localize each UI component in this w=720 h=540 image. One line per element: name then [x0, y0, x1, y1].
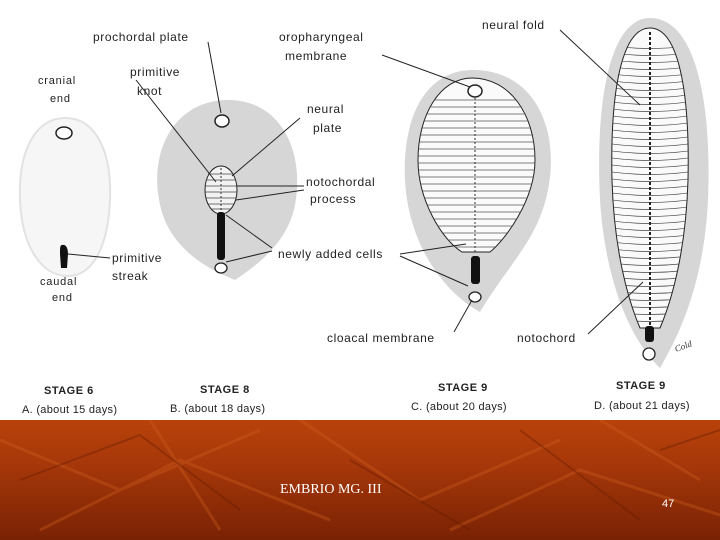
leader-lines: [67, 29, 644, 335]
stage-d-title: STAGE 9: [616, 380, 666, 392]
label-primitive-streak-1: primitive: [112, 251, 162, 265]
embryo-stage-8: [157, 99, 298, 280]
label-neural: neural: [307, 102, 344, 116]
stage-d-caption: D. (about 21 days): [594, 400, 690, 412]
label-primitive-streak-2: streak: [112, 269, 149, 283]
footer-band: [0, 420, 720, 540]
embryo-d-cloacal: [642, 347, 656, 361]
embryo-c-cloacal: [468, 291, 482, 303]
stage-c-title: STAGE 9: [438, 382, 488, 394]
stage-b-title: STAGE 8: [200, 384, 250, 396]
label-cranial: cranial: [38, 75, 76, 87]
label-caudal: caudal: [40, 276, 77, 288]
label-notochordal: notochordal: [306, 175, 375, 189]
label-cranial-end: end: [50, 93, 71, 105]
embryo-stages-figure: Cold prochordal plate oropharyngeal memb…: [18, 18, 709, 416]
embryo-stage-6: [18, 116, 112, 278]
page-number: 47: [662, 498, 675, 510]
stage-a-caption: A. (about 15 days): [22, 404, 117, 416]
embryo-b-primitive-streak: [217, 212, 225, 260]
stage-a-title: STAGE 6: [44, 385, 94, 397]
label-plate: plate: [313, 121, 342, 135]
label-process: process: [310, 192, 356, 206]
embryo-a-membrane: [55, 126, 73, 140]
artist-signature: Cold: [673, 338, 693, 354]
label-cloacal-membrane: cloacal membrane: [327, 331, 435, 345]
label-membrane: membrane: [285, 49, 347, 63]
label-primitive-knot-2: knot: [137, 84, 162, 98]
label-primitive-knot-1: primitive: [130, 65, 180, 79]
embryo-b-membrane: [214, 114, 230, 128]
embryo-a-primitive-streak: [60, 244, 68, 268]
label-neural-fold: neural fold: [482, 18, 545, 32]
label-notochord: notochord: [517, 331, 576, 345]
stage-c-caption: C. (about 20 days): [411, 401, 507, 413]
label-prochordal-plate: prochordal plate: [93, 30, 189, 44]
embryo-c-primitive-streak: [471, 256, 480, 284]
stage-captions: STAGE 6 A. (about 15 days) STAGE 8 B. (a…: [22, 380, 690, 416]
figure-labels: prochordal plate oropharyngeal membrane …: [38, 18, 576, 345]
stage-b-caption: B. (about 18 days): [170, 403, 265, 415]
embryo-stage-9-d: Cold: [599, 18, 709, 368]
embryo-c-membrane: [467, 84, 483, 98]
footer-title: EMBRIO MG. III: [280, 482, 382, 497]
embryo-c-striations: [418, 99, 535, 248]
embryo-d-primitive-streak: [645, 326, 654, 342]
footer-texture: [0, 420, 720, 532]
label-caudal-end: end: [52, 292, 73, 304]
label-oropharyngeal: oropharyngeal: [279, 30, 364, 44]
embryo-a-outline: [18, 116, 112, 278]
label-newly-added-cells: newly added cells: [278, 247, 383, 261]
embryo-c-body: [417, 77, 536, 253]
embryo-stage-9-c: [404, 69, 551, 312]
embryo-b-cloacal: [214, 262, 228, 274]
